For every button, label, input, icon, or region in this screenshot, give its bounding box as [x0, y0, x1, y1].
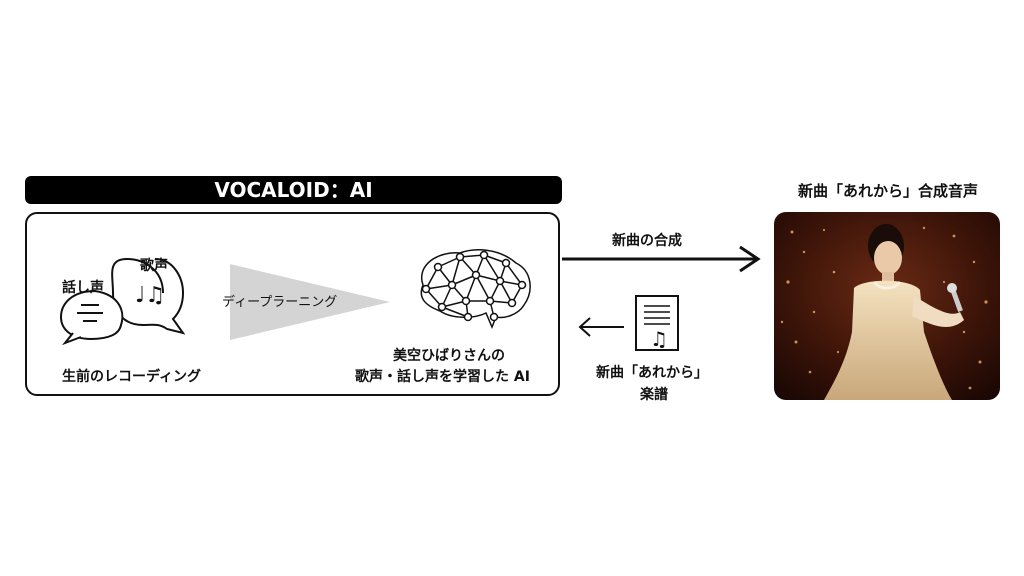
svg-text:♫: ♫	[650, 327, 668, 351]
neural-brain-icon	[420, 249, 531, 329]
vocaloid-box	[25, 212, 560, 396]
arrow-left-icon	[578, 317, 624, 337]
title-text: VOCALOID：AI	[214, 178, 373, 202]
music-note-bubble-icon: ♩♫	[111, 257, 186, 335]
output-title: 新曲「あれから」合成音声	[797, 182, 978, 200]
deep-learning-label: ディープラーニング	[222, 295, 338, 310]
arrow-right-icon	[562, 245, 761, 273]
speech-bubbles-icon: ♩♫	[59, 257, 186, 345]
ai-label-line1: 美空ひばりさんの	[393, 348, 505, 364]
score-label-line1: 新曲「あれから」	[596, 365, 708, 381]
speech-bubble-icon	[59, 289, 124, 345]
score-label-line2: 楽譜	[640, 387, 668, 403]
recording-label: 生前のレコーディング	[62, 369, 202, 385]
sheet-music-icon: ♫	[635, 295, 679, 351]
singer-photo	[774, 212, 1000, 400]
singing-label: 歌声	[140, 258, 168, 274]
speech-label: 話し声	[62, 280, 104, 296]
ai-label-line2: 歌声・話し声を学習した AI	[355, 369, 530, 385]
title-bar: VOCALOID：AI	[25, 176, 562, 204]
svg-text:♩♫: ♩♫	[135, 283, 165, 308]
synthesis-label: 新曲の合成	[612, 233, 682, 249]
deep-learning-arrow	[230, 264, 390, 340]
